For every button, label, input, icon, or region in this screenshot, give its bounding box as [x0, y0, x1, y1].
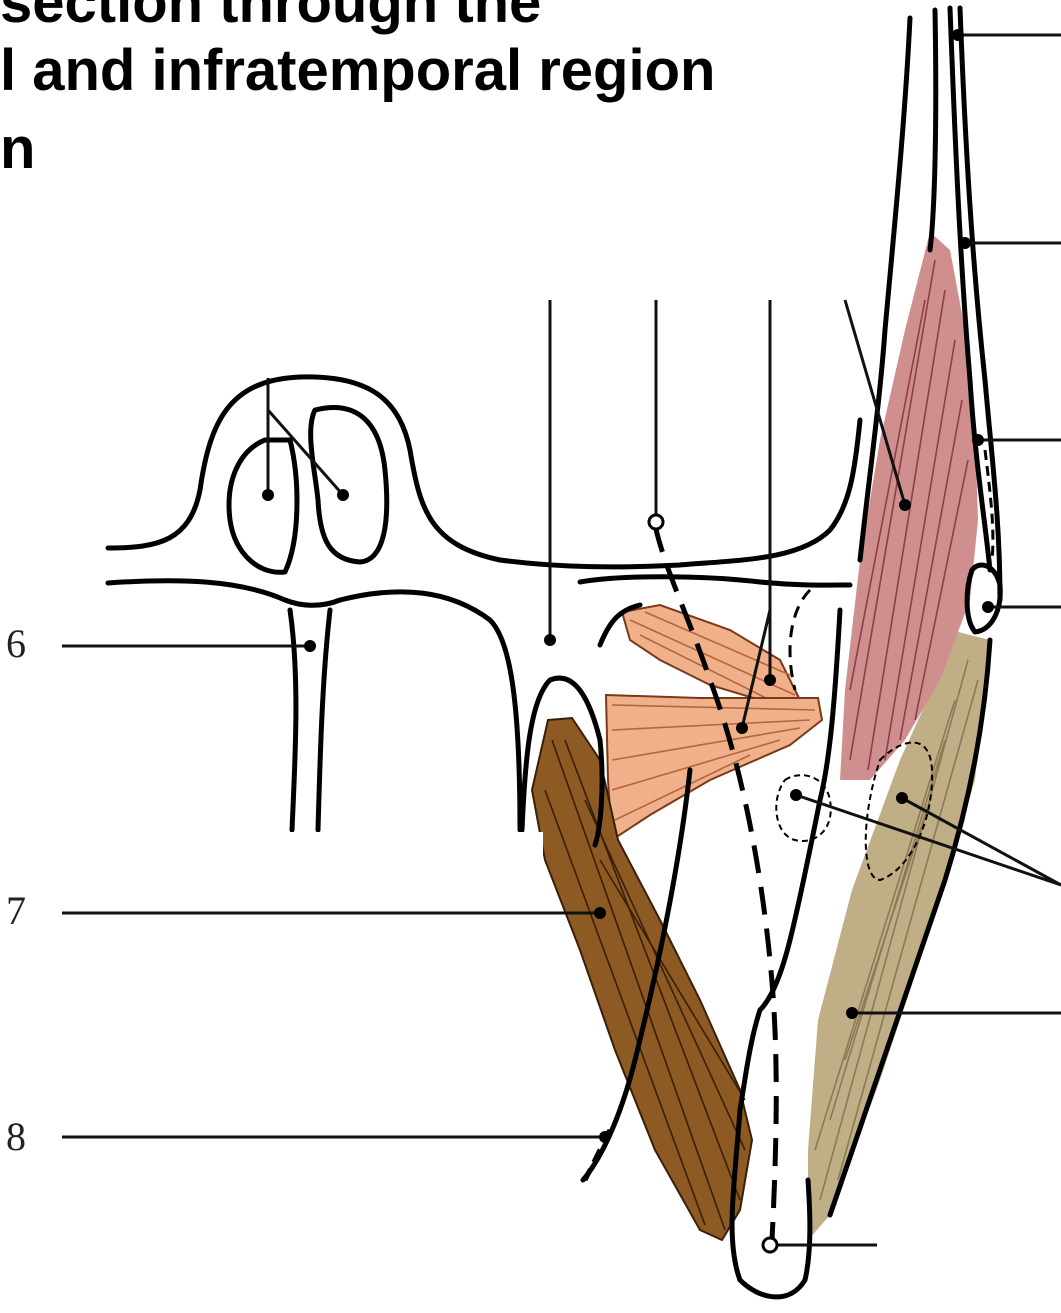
label-mask-box: [215, 832, 543, 882]
lateral-pterygoid-lower-muscle: [606, 695, 822, 840]
leader-line-nasal-b: [268, 410, 343, 495]
